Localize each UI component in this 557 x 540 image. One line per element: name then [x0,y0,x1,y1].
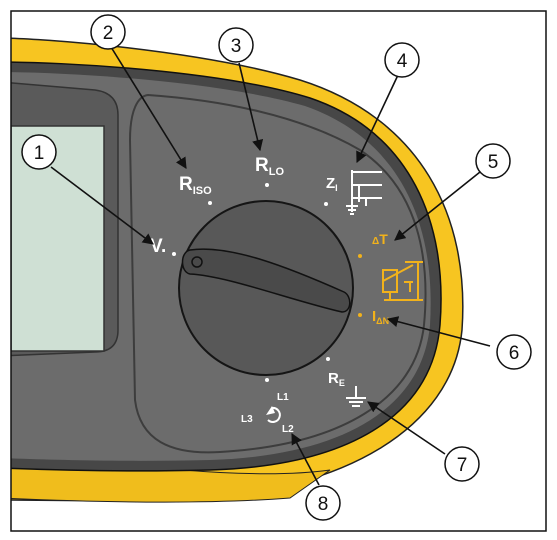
callout-4: 4 [384,42,420,78]
figure-frame [10,10,547,532]
svg-text:7: 7 [457,455,468,476]
svg-text:5: 5 [488,152,499,173]
svg-text:6: 6 [509,343,520,364]
label-delta-t-prefix: Δ [372,236,379,247]
svg-text:V.: V. [150,236,166,257]
svg-text:RE: RE [328,370,345,388]
knob-pointer-dot [191,256,203,268]
svg-text:ZI: ZI [326,175,338,193]
label-r-e-sub: E [339,378,345,388]
label-i-delta-n-sub: ΔN [376,316,389,326]
svg-text:8: 8 [318,494,329,515]
svg-text:3: 3 [231,36,242,57]
phase-rotation-icon [266,406,281,423]
label-phase-l1: L1 [277,392,289,403]
callout-7: 7 [444,446,480,482]
svg-text:1: 1 [34,143,45,164]
svg-text:ΔT: ΔT [372,231,388,247]
label-z-sub: I [335,183,338,193]
label-phase-l3: L3 [241,414,253,425]
label-r-e: R [328,370,339,387]
label-z: Z [326,175,335,192]
svg-text:2: 2 [103,23,114,44]
panel-recess-outline [128,93,427,454]
callout-2: 2 [90,14,126,50]
callout-1: 1 [21,134,57,170]
callout-8: 8 [305,485,341,521]
callout-5: 5 [475,143,511,179]
label-phase-l2: L2 [282,424,294,435]
callout-6: 6 [496,334,532,370]
line-to-earth-icon [346,170,382,215]
knob-pointer-bar [181,248,351,313]
svg-text:4: 4 [397,51,408,72]
label-r-lo-sub: LO [269,166,285,178]
svg-text:RLO: RLO [255,155,284,178]
label-i-delta-n: I [372,308,376,325]
svg-text:IΔN: IΔN [372,308,389,326]
label-delta-t: T [379,231,388,247]
label-r-iso-sub: ISO [193,185,212,197]
callout-leader-lines [50,46,491,486]
position-dots [172,183,362,382]
callout-3: 3 [218,27,254,63]
label-r-lo: R [255,155,269,176]
earth-ground-icon [346,386,366,407]
svg-text:RISO: RISO [179,174,212,197]
rcd-trip-icon [382,261,423,301]
label-r-iso: R [179,174,193,195]
